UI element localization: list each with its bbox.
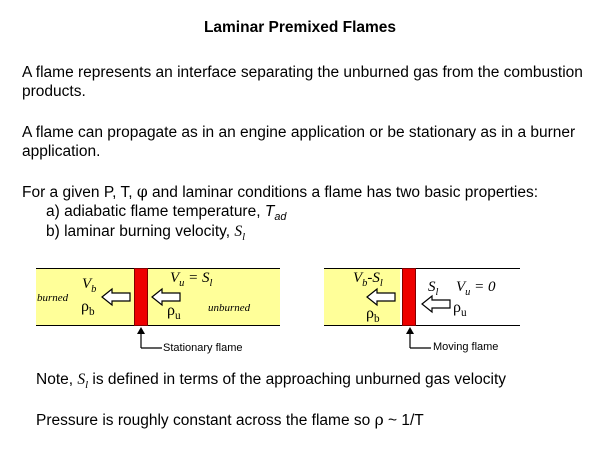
unburned-density: ρu xyxy=(453,299,467,320)
arrow-left-icon xyxy=(151,287,181,307)
flame-speed-label: Sl xyxy=(428,279,439,298)
tube-top-wall xyxy=(36,268,280,269)
paragraph-flame-propagation: A flame can propagate as in an engine ap… xyxy=(22,124,576,160)
paragraph-flame-interface: A flame represents an interface separati… xyxy=(22,64,583,100)
property-adiabatic-temperature: a) adiabatic flame temperature, Tad xyxy=(46,203,287,224)
pointer-arrow-icon xyxy=(137,327,162,349)
tube-bottom-wall xyxy=(36,325,280,326)
burned-label: burned xyxy=(37,292,69,304)
rho-symbol: ρ xyxy=(374,411,384,429)
moving-flame-caption: Moving flame xyxy=(433,341,499,353)
arrow-left-icon xyxy=(421,294,451,314)
phi-symbol: φ xyxy=(136,183,148,201)
pointer-arrow-icon xyxy=(406,327,431,349)
unburned-label: unburned xyxy=(208,302,251,314)
arrow-left-icon xyxy=(366,287,396,307)
tube-bottom-wall xyxy=(324,325,520,326)
stationary-flame-caption: Stationary flame xyxy=(163,342,243,354)
arrow-left-icon xyxy=(101,287,131,307)
unburned-velocity-zero: Vu = 0 xyxy=(456,279,496,298)
relative-burned-velocity: Vb-Sl xyxy=(353,270,383,289)
note-burning-velocity: Note, Sl is defined in terms of the appr… xyxy=(36,371,507,392)
unburned-velocity-equation: Vu = Sl xyxy=(170,270,213,289)
flame-front xyxy=(134,268,148,326)
paragraph-basic-properties: For a given P, T, φ and laminar conditio… xyxy=(22,183,539,201)
burned-density: ρb xyxy=(366,305,380,326)
page-title: Laminar Premixed Flames xyxy=(203,19,397,36)
property-burning-velocity: b) laminar burning velocity, Sl xyxy=(46,223,246,244)
unburned-density: ρu xyxy=(167,302,181,323)
burned-density: ρb xyxy=(81,298,95,319)
tube-top-wall xyxy=(324,268,520,269)
flame-front xyxy=(402,268,416,326)
burned-velocity: Vb xyxy=(82,276,97,295)
note-pressure-constant: Pressure is roughly constant across the … xyxy=(36,411,424,429)
